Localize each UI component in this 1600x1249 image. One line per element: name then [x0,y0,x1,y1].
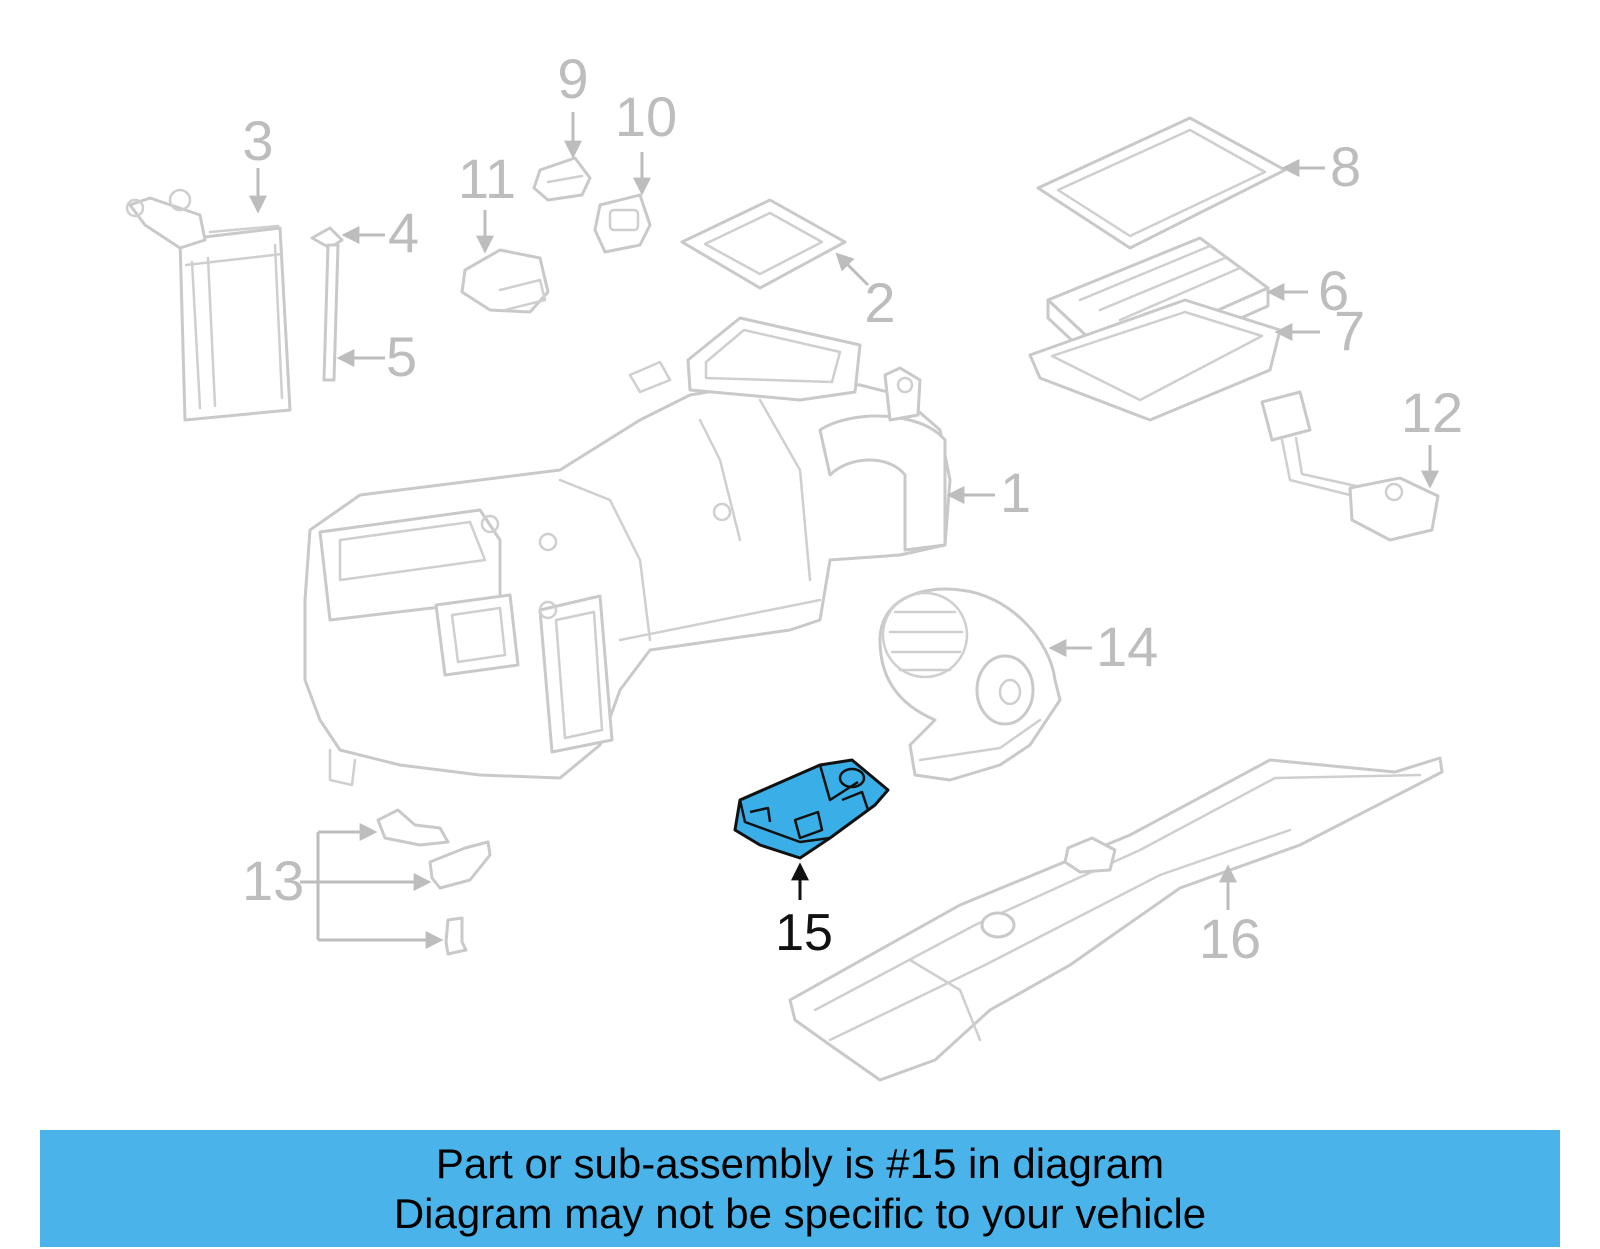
banner-line-2: Diagram may not be specific to your vehi… [393,1189,1207,1237]
callout-leaders [249,112,1439,949]
callout-15: 15 [775,904,833,962]
connector-part-9 [532,156,592,202]
sensor-rod-part [310,226,344,382]
banner-line-1: Part or sub-assembly is #15 in diagram [435,1139,1165,1187]
filter-cover-part-8 [1036,116,1287,250]
leader-2 [835,252,870,287]
floor-duct-part-16 [788,756,1444,1082]
filter-housing-part-7 [1028,298,1282,422]
sensor-part-10 [593,193,652,254]
callout-10: 10 [615,85,677,148]
seal-part-2 [680,198,847,290]
hvac-housing-part-1 [303,316,952,787]
callout-7: 7 [1334,299,1365,362]
heater-core-part [125,188,292,422]
info-banner: Part or sub-assembly is #15 in diagram D… [40,1130,1560,1247]
actuator-part-12 [1260,390,1440,542]
callout-2: 2 [864,271,895,334]
callout-4: 4 [388,201,419,264]
callout-6: 6 [1318,259,1349,322]
callout-14: 14 [1096,615,1158,678]
callout-labels: 3 4 5 9 10 11 2 8 6 7 12 1 14 16 13 15 [242,47,1463,970]
callout-5: 5 [386,325,417,388]
callout-12: 12 [1401,381,1463,444]
callout-9: 9 [557,47,588,110]
callout-16: 16 [1199,907,1261,970]
callout-1: 1 [1000,461,1031,524]
fasteners-part-13 [376,808,492,956]
highlighted-part-15 [733,758,890,860]
callout-8: 8 [1330,135,1361,198]
duct-part-11 [460,248,550,314]
callout-11: 11 [458,147,516,210]
callout-3: 3 [242,109,273,172]
blower-motor-part-14 [878,587,1062,782]
callout-13: 13 [242,849,304,912]
